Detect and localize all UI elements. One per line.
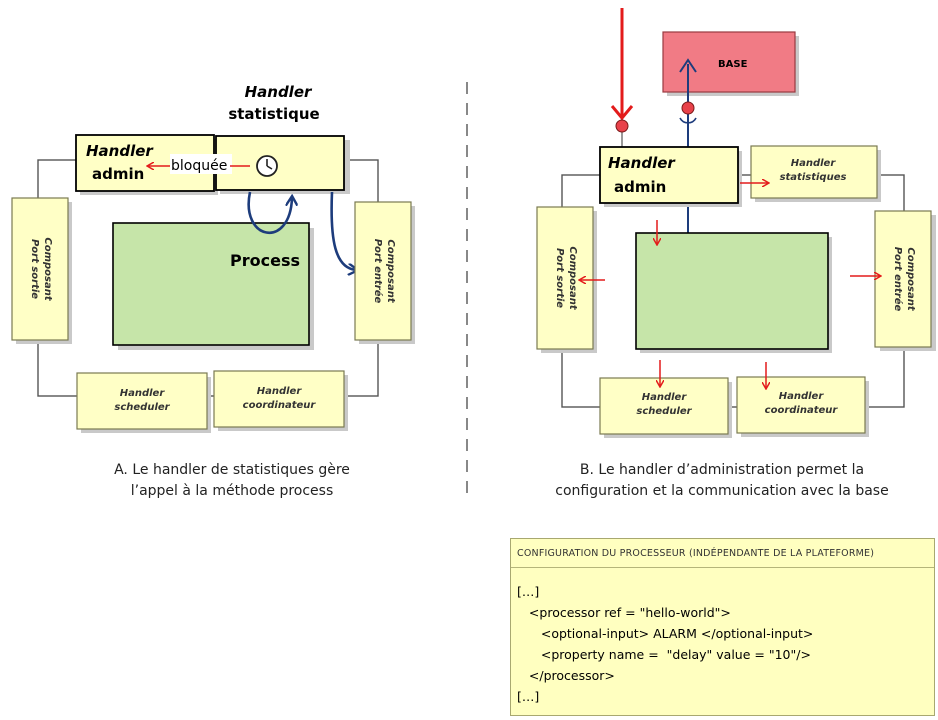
port-sortie-label-b: Composant (567, 246, 578, 310)
config-line: <optional-input> ALARM </optional-input> (517, 626, 814, 641)
handler-scheduler-label-a: Handler (120, 388, 166, 399)
base-port-icon (681, 101, 695, 115)
port-sortie-label-a: Composant (42, 237, 53, 301)
processor-config-box: CONFIGURATION DU PROCESSEUR (INDÉPENDANT… (510, 538, 935, 716)
caption-a-line2: l’appel à la méthode process (131, 483, 334, 499)
config-line: […] (517, 689, 540, 704)
handler-statistique-sublabel-a: statistique (228, 105, 319, 123)
handler-scheduler-sublabel-b: scheduler (636, 406, 692, 417)
panel-b: BASE Handler admin Handler statistiques … (536, 8, 936, 499)
handler-statistique-box-a (215, 135, 345, 191)
handler-admin-box-b (599, 146, 739, 204)
config-title: CONFIGURATION DU PROCESSEUR (INDÉPENDANT… (517, 548, 875, 559)
port-entree-sublabel-a: Port entrée (372, 239, 384, 304)
handler-coordinateur-label-b: Handler (779, 391, 825, 402)
port-entree-box-a (354, 201, 412, 341)
port-sortie-box-a (11, 197, 69, 341)
handler-coordinateur-label-a: Handler (257, 386, 303, 397)
handler-statistiques-label-b: Handler (791, 158, 837, 169)
process-box-b (635, 232, 829, 350)
port-entree-label-b: Composant (905, 247, 916, 311)
process-call-arrow (247, 191, 292, 235)
panel-a: Handler admin Handler statistique bloqué… (11, 83, 415, 499)
caption-b-line2: configuration et la communication avec l… (555, 483, 888, 499)
handler-scheduler-label-b: Handler (642, 392, 688, 403)
base-label: BASE (718, 59, 748, 70)
process-label: Process (230, 251, 300, 270)
handler-statistique-label-a: Handler (245, 83, 313, 101)
admin-port-icon (615, 119, 629, 133)
handler-statistiques-box-b (750, 145, 878, 199)
config-line: […] (517, 584, 540, 599)
handler-scheduler-box-b (599, 377, 729, 435)
clock-icon (256, 155, 278, 177)
handler-coordinateur-box-a (213, 370, 345, 428)
config-line: <processor ref = "hello-world"> (517, 605, 731, 620)
port-entree-sublabel-b: Port entrée (892, 247, 904, 312)
port-entree-label-a: Composant (385, 239, 396, 303)
handler-admin-sublabel-a: admin (92, 165, 144, 183)
caption-a-line1: A. Le handler de statistiques gère (114, 462, 350, 478)
config-line: </processor> (517, 668, 615, 683)
process-box-a (112, 222, 310, 346)
caption-b-line1: B. Le handler d’administration permet la (580, 462, 864, 478)
handler-admin-label-b: Handler (608, 154, 676, 172)
handler-coordinateur-sublabel-b: coordinateur (765, 405, 839, 416)
handler-scheduler-sublabel-a: scheduler (114, 402, 170, 413)
config-line: <property name = "delay" value = "10"/> (517, 647, 811, 662)
handler-coordinateur-box-b (736, 376, 866, 434)
handler-admin-label-a: Handler (86, 142, 154, 160)
bloquee-label: bloquée (171, 158, 227, 174)
handler-coordinateur-sublabel-a: coordinateur (243, 400, 317, 411)
handler-scheduler-box-a (76, 372, 208, 430)
port-entree-arrow-a (330, 191, 356, 270)
port-sortie-sublabel-b: Port sortie (554, 248, 565, 308)
port-sortie-sublabel-a: Port sortie (29, 239, 40, 299)
handler-statistiques-sublabel-b: statistiques (780, 172, 847, 183)
base-box (662, 31, 796, 93)
config-code: […] <processor ref = "hello-world"> <opt… (517, 581, 813, 707)
handler-admin-sublabel-b: admin (614, 178, 666, 196)
config-separator (511, 567, 934, 568)
